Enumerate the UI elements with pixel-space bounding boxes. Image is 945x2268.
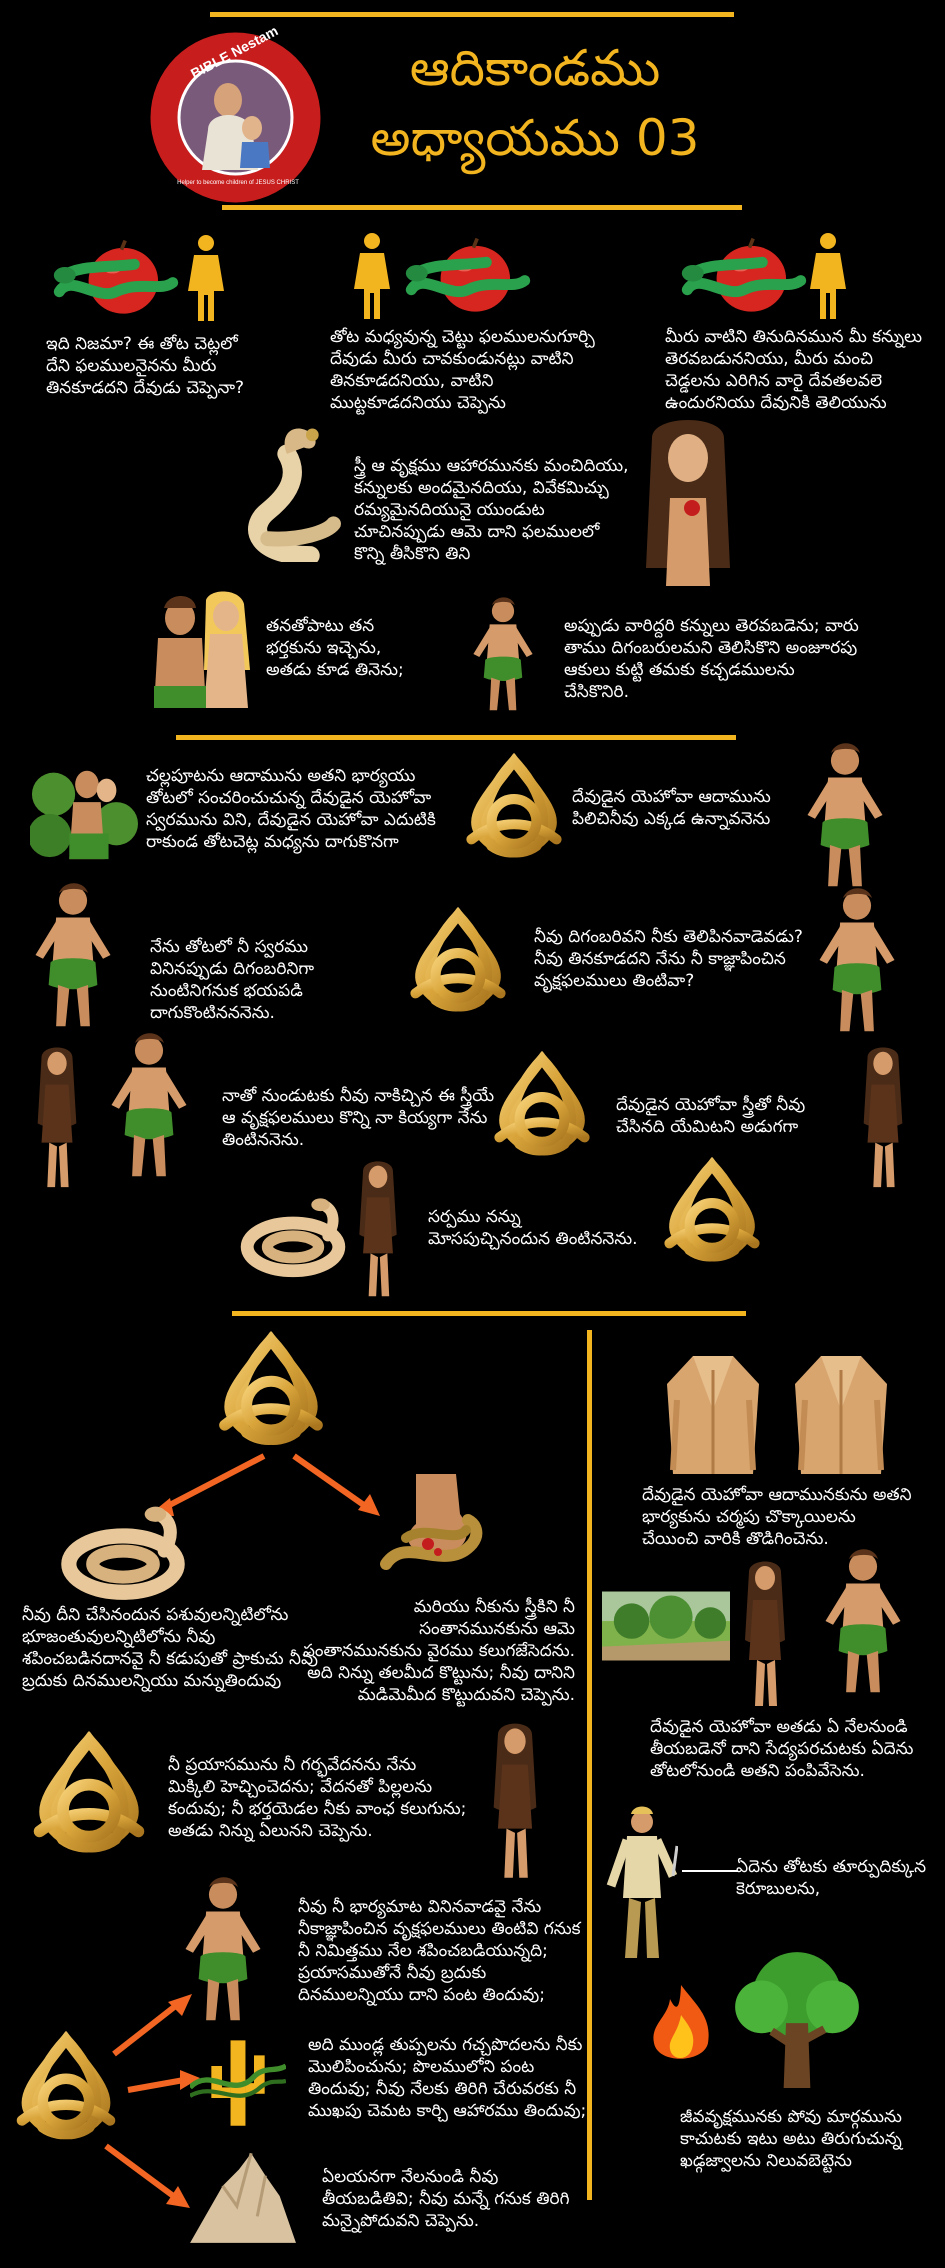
serpent-question-text: ఇది నిజమా? ఈ తోట చెట్లలో దేని ఫలములనైనను… [46,334,245,398]
enmity-prophecy-text: మరియు నీకును స్త్రీకిని నీ సంతానమునకును … [302,1597,575,1705]
sent-out-of-eden-text: దేవుడైన యెహోవా అతడు ఏ నేలనుండి తీయబడెనో … [650,1717,914,1781]
trinity-knot-icon [402,906,514,1018]
tree-of-life-icon [730,1946,864,2088]
trinity-knot-icon [8,2030,124,2146]
woman-icon [352,230,392,322]
cobra-image [236,420,342,562]
adam-figure [94,1030,204,1180]
skin-garment-image [786,1350,896,1480]
adam-figure [790,740,900,890]
eve-figure [854,1046,912,1191]
header-bottom-rule [222,205,742,210]
adam-was-afraid-text: నేను తోటలో నీ స్వరము వినినప్పుడు దిగంబరి… [150,937,315,1023]
apple-snake-icon [680,232,808,320]
cherub-warrior-image [606,1806,678,1966]
eve-answer-text: తోట మధ్యవున్న చెట్టు ఫలములనుగూర్చి దేవుడ… [330,327,595,413]
woman-icon [808,230,848,322]
woman-gave-me-text: నాతో నుండుటకు నీవు నాకిచ్చిన ఈ స్త్రీయే … [222,1086,495,1150]
eve-figure [28,1046,86,1191]
garments-of-skin-text: దేవుడైన యెహోవా ఆదామునకును అతని భార్యకును… [642,1485,912,1549]
thorns-thistles-text: అది ముండ్ల తుప్పలను గచ్చపొదలను నీకు మొలి… [308,2035,587,2121]
arrow-to-adam [112,1994,192,2057]
coiled-snake-image [58,1500,188,1600]
section-rule-2 [232,1311,746,1316]
serpent-deceived-me-text: సర్పము నన్ను మోసపుచ్చినందున తింటిననెను. [428,1207,638,1249]
adam-curse-text: నీవు నీ భార్యమాట వినినవాడవై నేను నీకాజ్ఞ… [298,1897,581,2005]
header-top-rule [210,12,734,17]
adam-figure [802,885,912,1035]
coiled-snake-image [238,1192,348,1278]
bible-nestam-logo: BIBLE Nestam Helper to become children o… [148,22,323,205]
trinity-knot-icon [458,752,570,864]
flaming-sword-fire-icon [646,1980,716,2072]
return-to-dust-text: ఏలయనగా నేలనుండి నీవు తీయబడితివి; నీవు మన… [322,2167,570,2231]
woman-curse-text: నీ ప్రయాసమును నీ గర్భవేదనను నేను మిక్కిల… [168,1755,467,1841]
trinity-knot-icon [656,1156,768,1268]
heel-crushing-serpent-image [376,1474,486,1574]
adam-eve-hiding-image [30,755,138,863]
what-have-you-done-text: దేవుడైన యెహోవా స్త్రీతో నీవు చేసినది యేమ… [616,1095,806,1137]
adam-eve-couple-image [140,590,260,710]
column-divider [587,1330,592,2200]
apple-snake-icon [52,234,180,322]
eve-figure [734,1560,796,1710]
guard-tree-of-life-text: జీవవృక్షమునకు పోవు మార్గమును కాచుటకు ఇటు… [680,2107,902,2171]
garden-landscape-image [602,1590,730,1662]
pointer-line [682,1870,738,1872]
adam-figure [808,1546,918,1696]
god-calls-adam-text: దేవుడైన యెహోవా ఆదామును పిలిచినీవు ఎక్కడ … [572,787,771,829]
thorns-cactus-icon [190,2034,286,2130]
arrow-to-heel [292,1453,380,1516]
woman-icon [186,232,226,324]
serpent-curse-text: నీవు దీని చేసినందున పశువులన్నిటిలోను భూజ… [22,1605,318,1691]
section-rule-1 [176,735,736,740]
adam-figure [466,580,540,728]
dust-mound-image [186,2144,298,2248]
arrow-to-dust [104,2143,190,2208]
hiding-in-garden-text: చల్లపూటను ఆదామును అతని భార్యయు తోటలో సంచ… [146,766,436,852]
logo-tagline: Helper to become children of JESUS CHRIS… [177,180,299,186]
adam-also-ate-text: తనతోపాటు తన భర్తకును ఇచ్చెను, అతడు కూడ త… [266,616,404,680]
skin-garment-image [658,1350,768,1480]
eyes-opened-text: అప్పుడు వారిద్దరి కన్నులు తెరవబడెను; వార… [564,616,859,702]
who-told-you-text: నీవు దిగంబరివని నీకు తెలిపినవాడెవడు? నీవ… [534,927,803,991]
trinity-knot-icon [210,1330,332,1452]
cherubim-text: ఏదెను తోటకు తూర్పుదిక్కున కెరూబులను, [736,1857,927,1899]
adam-figure [18,880,128,1030]
serpent-deception-text: మీరు వాటిని తినుదినమున మీ కన్నులు తెరవబడ… [665,327,923,413]
page-title-chapter: అధ్యాయము 03 [370,109,700,167]
eve-with-fruit-image [638,418,738,588]
trinity-knot-icon [486,1050,598,1162]
eve-figure [478,1722,552,1882]
trinity-knot-icon [24,1730,154,1860]
page-title-book: ఆదికాండము [409,39,661,97]
arrow-to-thorns [127,2070,200,2093]
eve-figure [350,1160,406,1300]
apple-snake-icon [404,232,532,320]
eve-eats-fruit-text: స్త్రీ ఆ వృక్షము ఆహారమునకు మంచిదియు, కన్… [354,456,629,564]
